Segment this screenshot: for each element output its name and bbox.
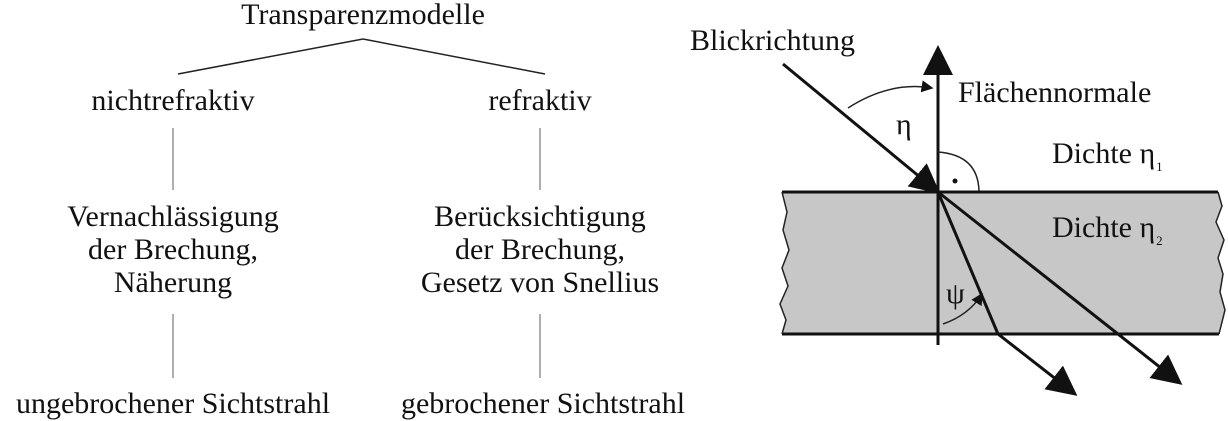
psi-symbol: ψ bbox=[946, 277, 965, 310]
refracted-ray-exit-arrow bbox=[997, 332, 1078, 396]
slab-right-edge bbox=[1215, 191, 1226, 335]
view-direction-arrow bbox=[782, 62, 941, 194]
unrefracted-ray-arrow bbox=[937, 190, 1183, 385]
psi-angle-arc bbox=[942, 292, 983, 325]
refracted-ray-label: gebrochener Sichtstrahl bbox=[401, 387, 685, 420]
eta-angle-arc bbox=[847, 80, 934, 109]
left-description-line-3: Näherung bbox=[114, 266, 232, 299]
density-label-2: Dichte η2 bbox=[1052, 211, 1163, 248]
transparency-models-tree: Transparenzmodelle nichtrefraktiv refrak… bbox=[16, 0, 685, 420]
refracted-ray-in-medium bbox=[936, 191, 1000, 335]
right-angle-marker bbox=[937, 151, 980, 192]
right-description-line-1: Berücksichtigung bbox=[434, 200, 646, 233]
right-angle-dot bbox=[952, 178, 958, 184]
view-direction-label: Blickrichtung bbox=[690, 24, 855, 57]
surface-normal-label: Flächennormale bbox=[958, 76, 1151, 109]
right-description-line-2: der Brechung, bbox=[455, 233, 625, 266]
tree-root-label: Transparenzmodelle bbox=[241, 0, 485, 31]
refraction-diagram: Blickrichtung Flächennormale η ψ Dichte … bbox=[690, 24, 1226, 396]
right-description-line-3: Gesetz von Snellius bbox=[421, 266, 659, 299]
eta-symbol: η bbox=[896, 108, 912, 141]
refractive-label: refraktiv bbox=[488, 84, 591, 117]
tree-link-right bbox=[362, 38, 546, 75]
density-label-1: Dichte η1 bbox=[1052, 137, 1163, 174]
medium-slab bbox=[780, 192, 1225, 334]
unrefracted-ray-label: ungebrochener Sichtstrahl bbox=[16, 387, 330, 420]
tree-link-left bbox=[177, 38, 364, 75]
nonrefractive-label: nichtrefraktiv bbox=[91, 84, 254, 117]
left-description-line-2: der Brechung, bbox=[88, 233, 258, 266]
left-description-line-1: Vernachlässigung bbox=[67, 200, 279, 233]
slab-left-edge bbox=[779, 191, 790, 335]
